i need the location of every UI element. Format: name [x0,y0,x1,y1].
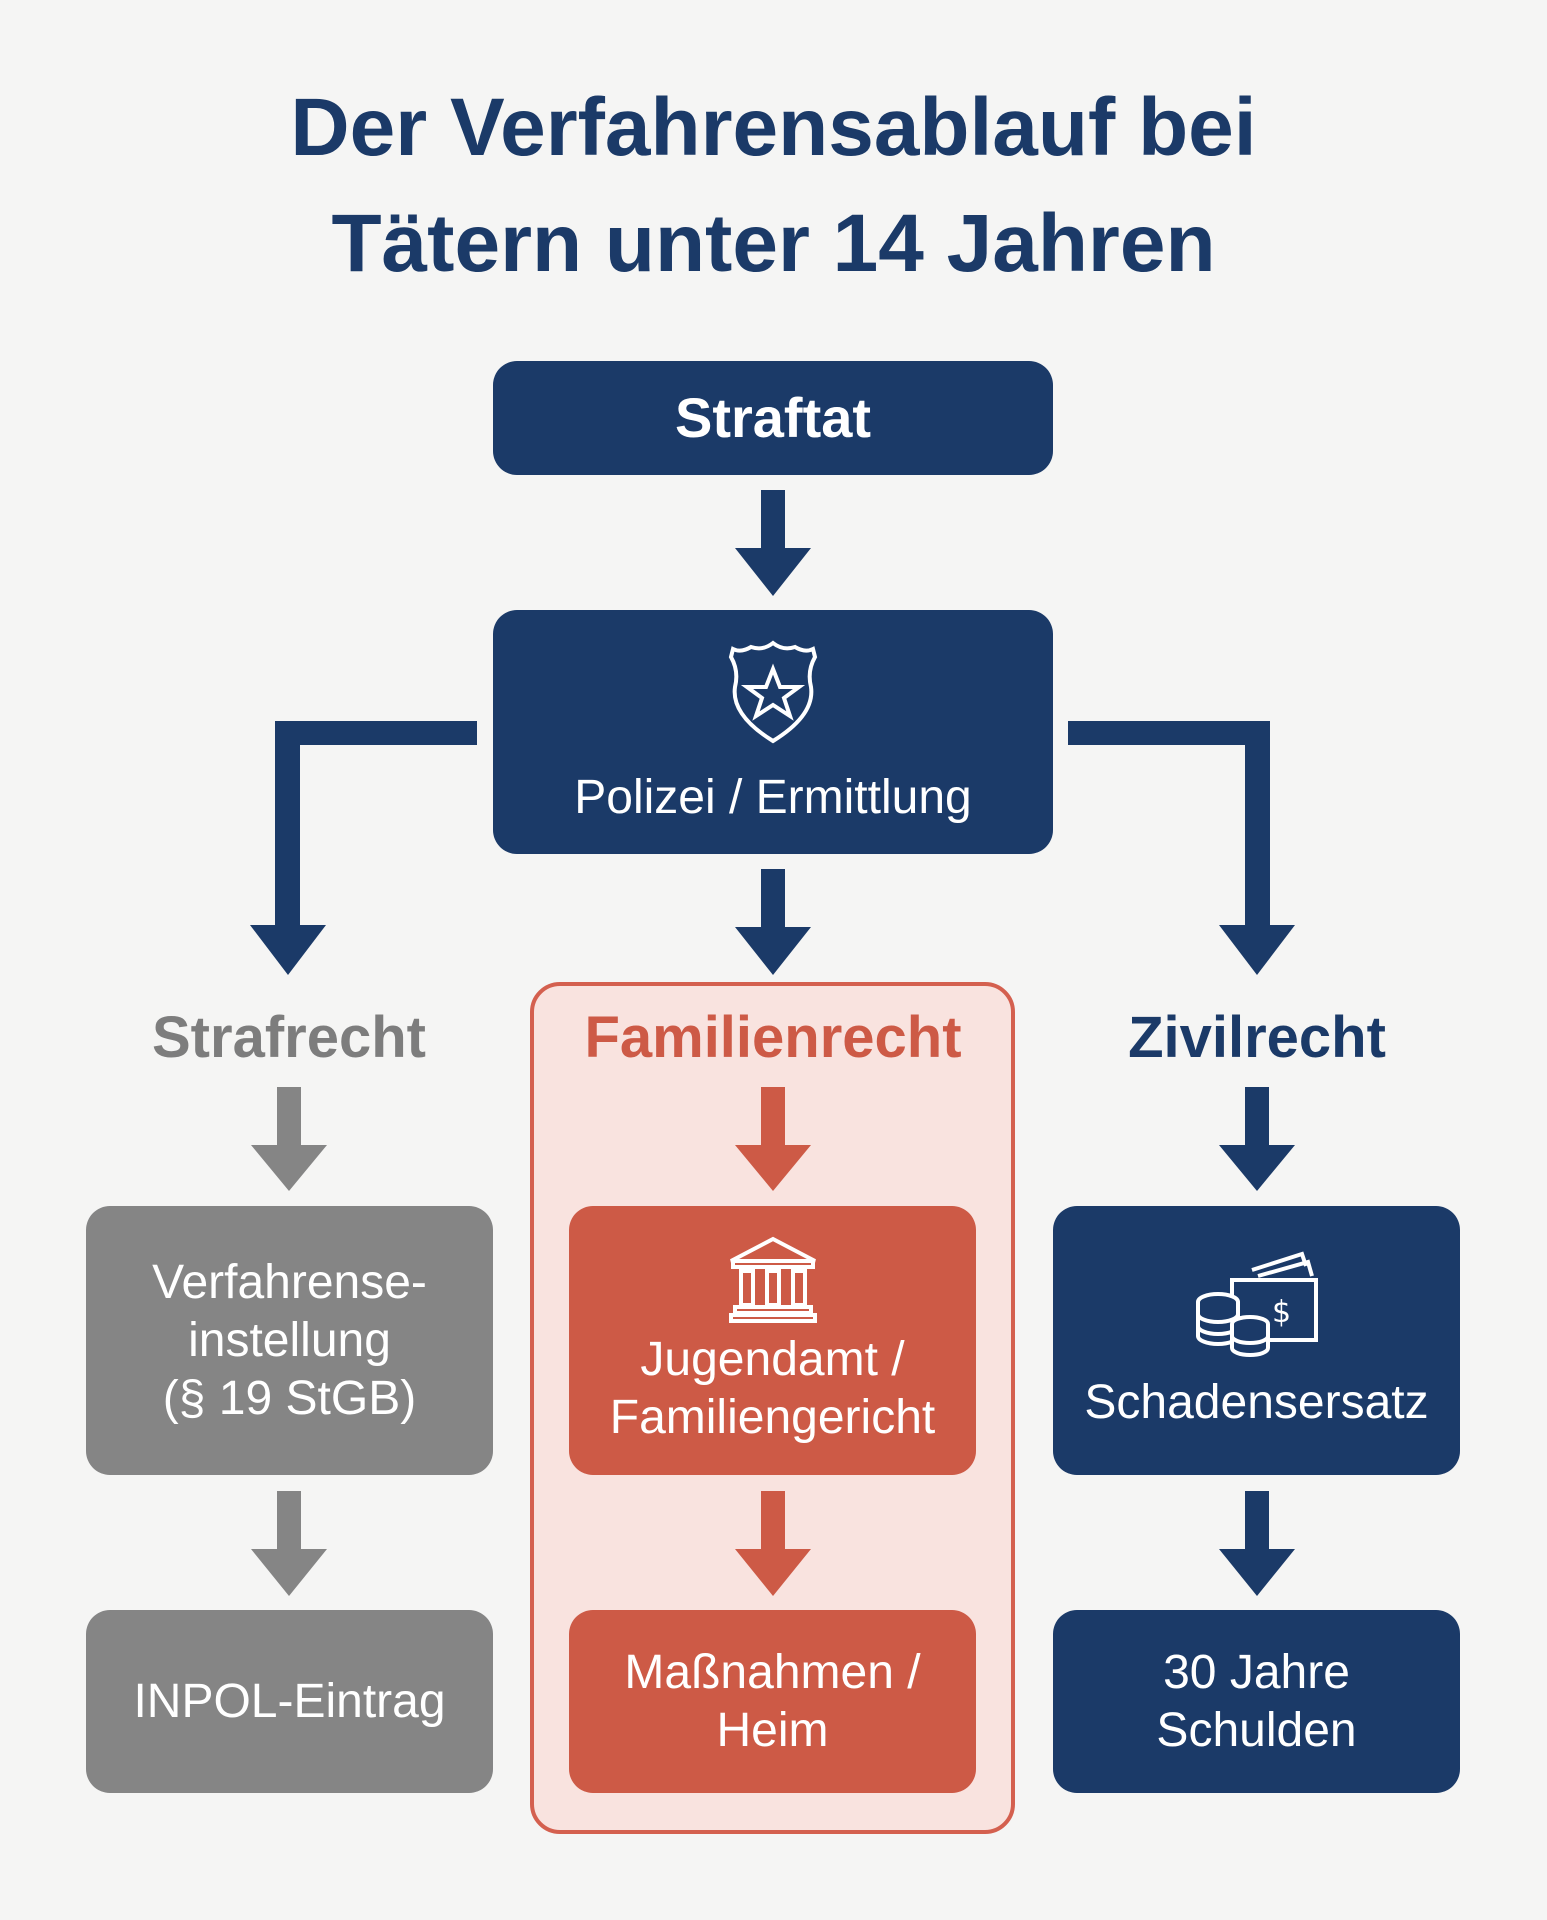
node-schulden: 30 Jahre Schulden [1053,1610,1460,1793]
arrow-zivil-1 [1219,1087,1295,1191]
massnahmen-line-2: Heim [716,1703,829,1757]
jugendamt-line-2: Familiengericht [609,1390,936,1444]
schulden-line-2: Schulden [1156,1703,1357,1757]
polizei-label: Polizei / Ermittlung [574,771,972,824]
node-verfahrenseinstellung: Verfahrense- instellung (§ 19 StGB) [86,1206,493,1475]
straftat-label: Straftat [674,386,872,449]
arrow-zivil-2 [1219,1491,1295,1596]
zivilrecht-heading: Zivilrecht [1128,1005,1386,1070]
node-massnahmen: Maßnahmen / Heim [569,1610,976,1793]
arrow-straftat-polizei [735,490,811,596]
arrow-polizei-zivilrecht [1068,721,1295,975]
verfahrenseinstellung-line-2: instellung [188,1313,391,1367]
node-inpol-eintrag: INPOL-Eintrag [86,1610,493,1793]
police-badge-icon [728,640,818,744]
node-schadensersatz: $ Schadensersatz [1053,1206,1460,1475]
arrow-familie-1 [735,1087,811,1191]
verfahrenseinstellung-line-1: Verfahrense- [152,1255,427,1309]
schulden-line-1: 30 Jahre [1163,1645,1350,1699]
svg-text:$: $ [1272,1295,1291,1330]
node-straftat: Straftat [493,361,1053,475]
massnahmen-line-1: Maßnahmen / [624,1645,921,1699]
arrow-straf-2 [251,1491,327,1596]
schadensersatz-label: Schadensersatz [1084,1375,1429,1429]
money-coins-icon: $ [1195,1250,1318,1357]
title-line-1: Der Verfahrensablauf bei [290,82,1257,173]
strafrecht-heading: Strafrecht [152,1005,426,1070]
jugendamt-line-1: Jugendamt / [640,1332,905,1386]
arrow-familie-2 [735,1491,811,1596]
arrow-polizei-familienrecht [735,869,811,975]
arrow-straf-1 [251,1087,327,1191]
inpol-label: INPOL-Eintrag [133,1674,446,1728]
verfahrenseinstellung-line-3: (§ 19 StGB) [162,1371,417,1425]
familienrecht-heading: Familienrecht [584,1005,962,1070]
node-polizei: Polizei / Ermittlung [493,610,1053,854]
node-jugendamt: Jugendamt / Familiengericht [569,1206,976,1475]
page-title: Der Verfahrensablauf bei Tätern unter 14… [0,70,1547,302]
courthouse-icon [728,1236,817,1323]
arrow-polizei-strafrecht [250,721,477,975]
title-line-2: Tätern unter 14 Jahren [331,198,1216,289]
